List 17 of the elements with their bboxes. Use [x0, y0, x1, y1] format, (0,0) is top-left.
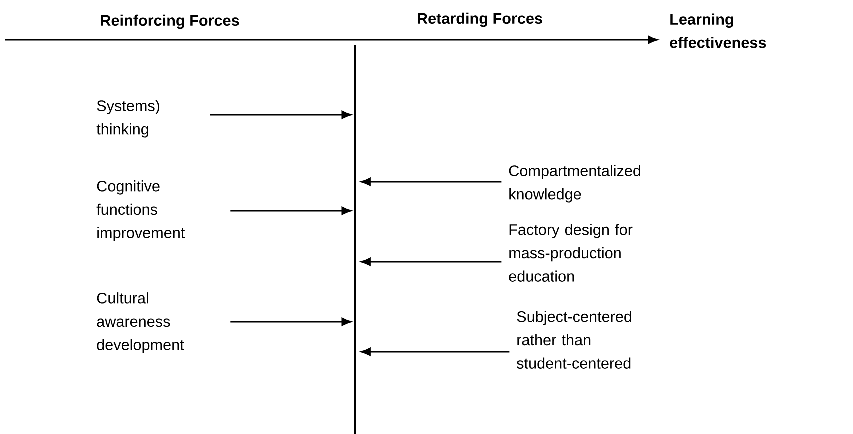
force-arrow	[361, 178, 502, 186]
axis-arrow	[5, 36, 658, 44]
vertical-line	[354, 44, 356, 434]
column-heading: Retarding Forces	[418, 12, 542, 28]
outcome-label: Learning effectiveness	[670, 14, 766, 48]
force-arrow	[230, 318, 352, 326]
force-label: Cultural awareness development	[97, 292, 184, 354]
force-label: Factory design for mass-production education	[509, 224, 633, 282]
force-arrow	[361, 348, 510, 356]
force-label: Cognitive functions improvement	[96, 180, 186, 242]
column-heading: Reinforcing Forces	[101, 14, 240, 30]
force-arrow	[361, 258, 502, 266]
force-arrow	[210, 110, 352, 120]
force-arrow	[230, 206, 352, 216]
force-label: Compartmentalized knowledge	[509, 165, 640, 203]
force-label: Subject-centered rather than student-centered	[517, 311, 632, 369]
force-label: Systems) thinking	[96, 100, 160, 138]
